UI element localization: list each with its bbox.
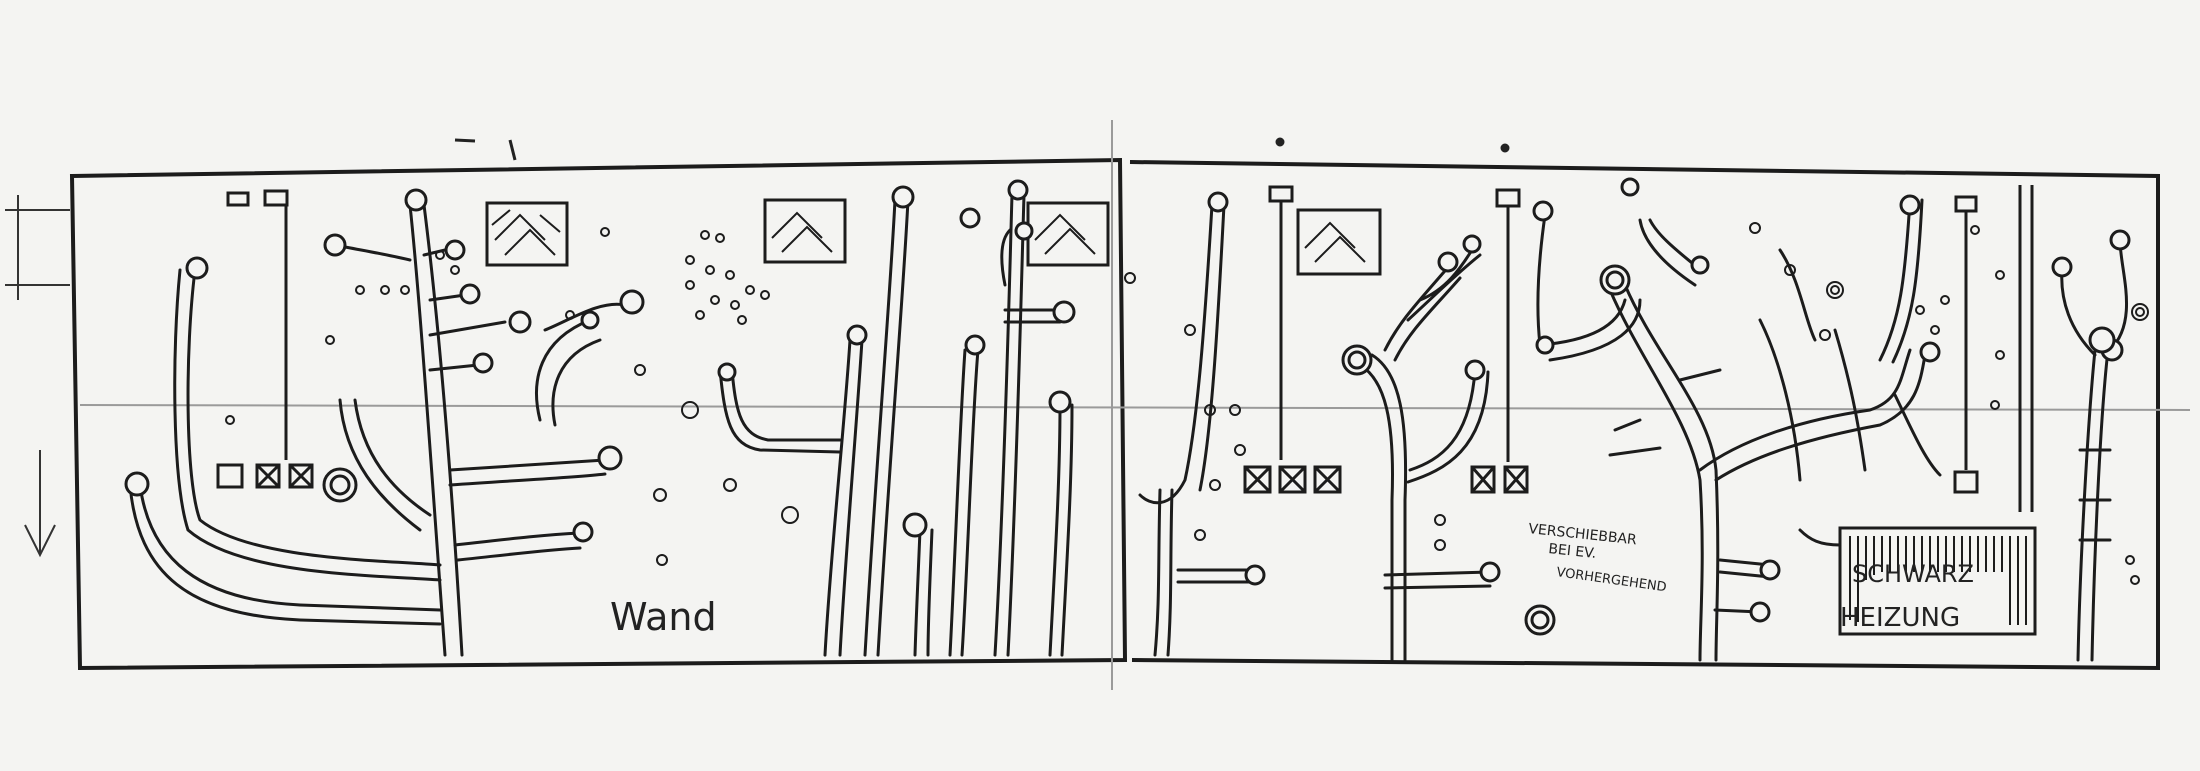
- heater-block: SCHWARZ HEIZUNG: [1838, 526, 2037, 636]
- heater-label-line-2: HEIZUNG: [1840, 603, 1960, 633]
- heater-label-line-1: SCHWARZ: [1852, 560, 1974, 588]
- switch-boxes: [216, 185, 2034, 512]
- note-line-2: BEI EV.: [1548, 541, 1598, 562]
- bulb-tips: [124, 177, 2131, 636]
- wall-frame: [69, 157, 2160, 671]
- top-marks: [454, 137, 1510, 161]
- guide-lines: [79, 120, 2191, 690]
- margin-marks: [5, 195, 70, 558]
- scatter-dots: [225, 222, 2149, 585]
- branch-drawings: [128, 193, 2129, 662]
- wall-label: Wand: [610, 595, 717, 639]
